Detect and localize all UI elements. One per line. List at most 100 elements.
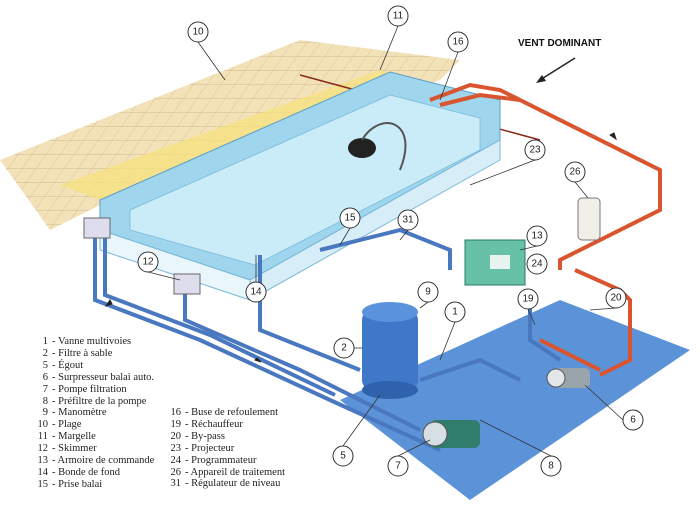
blue-pipes: [93, 227, 562, 452]
legend-number: 2: [42, 347, 48, 359]
legend-label: Régulateur de niveau: [191, 478, 281, 490]
legend-item: 10- Plage: [30, 419, 154, 431]
svg-text:13: 13: [531, 231, 543, 242]
svg-text:14: 14: [250, 287, 262, 298]
callout-12: 12: [137, 251, 159, 273]
legend-label: Skimmer: [58, 443, 97, 455]
legend-label: Surpresseur balai auto.: [58, 371, 155, 383]
legend-item: 6- Surpresseur balai auto.: [30, 372, 154, 384]
booster-pump: [546, 368, 590, 388]
legend-number: 12: [37, 443, 49, 455]
svg-text:16: 16: [452, 37, 464, 48]
svg-text:10: 10: [192, 27, 204, 38]
legend-label: Préfiltre de la pompe: [58, 395, 147, 407]
legend-number: 11: [37, 431, 48, 443]
svg-text:8: 8: [548, 461, 554, 472]
legend-number: 9: [42, 407, 48, 419]
legend-item: 23- Projecteur: [163, 443, 285, 455]
legend-item: 9- Manomètre: [30, 407, 154, 419]
callout-14: 14: [245, 281, 267, 303]
robot-cleaner: [348, 138, 376, 158]
legend-item: 14- Bonde de fond: [30, 467, 154, 479]
svg-text:6: 6: [630, 415, 636, 426]
callout-20: 20: [605, 287, 627, 309]
legend-label: Projecteur: [191, 442, 235, 454]
legend-number: 8: [42, 395, 48, 407]
legend-label: Égout: [58, 359, 84, 371]
legend-label: Bonde de fond: [58, 466, 120, 478]
legend-number: 24: [170, 454, 182, 466]
callout-7: 7: [387, 455, 409, 477]
callout-1: 1: [444, 301, 466, 323]
legend-label: Programmateur: [191, 454, 257, 466]
svg-text:1: 1: [452, 307, 458, 318]
svg-text:2: 2: [341, 343, 347, 354]
svg-text:11: 11: [393, 11, 404, 22]
legend-item: 26- Appareil de traitement: [163, 466, 286, 479]
legend-item: 11- Margelle: [30, 431, 154, 443]
pump: [422, 420, 480, 448]
skimmer-1: [83, 217, 111, 239]
legend-item: 7- Pompe filtration: [30, 384, 154, 396]
callout-23: 23: [524, 139, 546, 161]
svg-text:5: 5: [340, 451, 346, 462]
svg-text:19: 19: [522, 294, 534, 305]
legend-number: 26: [170, 466, 182, 478]
flow-arrows: [104, 132, 617, 363]
legend-number: 20: [170, 430, 182, 442]
legend-number: 16: [170, 407, 182, 418]
legend-number: 31: [170, 478, 182, 490]
legend-item: 20- By-pass: [163, 431, 285, 443]
legend-label: By-pass: [191, 430, 225, 442]
legend-number: 6: [42, 371, 48, 383]
svg-text:24: 24: [531, 259, 543, 270]
legend-number: 5: [42, 359, 48, 371]
callout-11: 11: [387, 5, 409, 27]
pool-floor: [129, 94, 481, 266]
legend-label: Pompe filtration: [58, 383, 127, 395]
legend-number: 15: [37, 478, 49, 490]
legend-label: Prise balai: [58, 478, 103, 490]
legend-item: 13- Armoire de commande: [30, 455, 155, 467]
legend-number: 19: [170, 418, 182, 430]
treatment-device: [577, 197, 601, 241]
legend-number: 1: [42, 336, 48, 347]
callout-13: 13: [526, 225, 548, 247]
legend-item: 16- Buse de refoulement: [163, 407, 285, 419]
callout-16: 16: [447, 31, 469, 53]
svg-text:7: 7: [395, 461, 401, 472]
callout-15: 15: [339, 207, 361, 229]
sand-filter: [362, 302, 418, 399]
legend-number: 23: [170, 442, 182, 454]
legend-label: Manomètre: [58, 407, 107, 419]
legend-item: 1- Vanne multivoies: [30, 336, 154, 348]
legend-number: 7: [42, 383, 48, 395]
legend-item: 15- Prise balai: [30, 479, 154, 491]
skimmer-2: [173, 273, 201, 295]
callout-8: 8: [540, 455, 562, 477]
legend-item: 19- Réchauffeur: [163, 419, 285, 431]
svg-text:26: 26: [569, 167, 581, 178]
legend-label: Plage: [58, 419, 82, 431]
callout-9: 9: [417, 281, 439, 303]
svg-text:9: 9: [425, 287, 431, 298]
wind-arrow-icon: [539, 57, 576, 81]
svg-text:12: 12: [142, 257, 154, 268]
callout-5: 5: [332, 445, 354, 467]
legend-item: 5- Égout: [30, 360, 154, 372]
legend-label: Réchauffeur: [191, 418, 243, 430]
callout-26: 26: [564, 161, 586, 183]
svg-text:31: 31: [402, 215, 414, 226]
legend-label: Appareil de traitement: [190, 466, 286, 478]
callout-19: 19: [517, 288, 539, 310]
wind-label: VENT DOMINANT: [518, 38, 602, 49]
legend-item: 24- Programmateur: [163, 455, 285, 467]
svg-text:15: 15: [344, 213, 356, 224]
legend-label: Buse de refoulement: [191, 407, 279, 418]
legend-item: 12- Skimmer: [30, 443, 154, 455]
callout-2: 2: [333, 337, 355, 359]
